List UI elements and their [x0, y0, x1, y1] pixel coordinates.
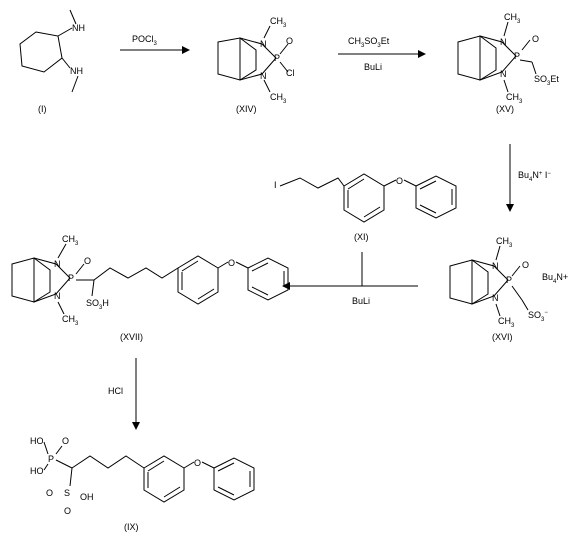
- atom-o-ether: O: [228, 258, 235, 268]
- reagent-hcl: HCl: [108, 386, 123, 396]
- atom-o: O: [522, 260, 529, 270]
- atom-so3h: SO3H: [86, 298, 109, 311]
- compound-ix-structure: HO O P HO S O O OH O (IX): [30, 436, 255, 532]
- reagent-bu4ni: Bu4N+ I−: [518, 170, 551, 183]
- compound-xvi-structure: N N P O SO3− Bu4N+ CH3 CH3 (XVI): [449, 236, 568, 342]
- compound-label-xvi: (XVI): [492, 332, 513, 342]
- atom-o-ether: O: [194, 458, 201, 468]
- atom-o-top: O: [62, 436, 69, 446]
- compound-label-xiv: (XIV): [236, 104, 257, 114]
- reagent-buli-1: BuLi: [364, 62, 382, 72]
- atom-bu4n: Bu4N+: [542, 272, 568, 285]
- atom-ch3-top: CH3: [496, 236, 513, 249]
- compound-xvii-structure: N N P O SO3H O CH3 CH3 (XVII): [11, 234, 289, 342]
- atom-n-top: N: [500, 37, 507, 47]
- atom-ho-bottom: HO: [30, 466, 44, 476]
- atom-s: S: [64, 488, 70, 498]
- reaction-arrow-2: CH3SO3Et BuLi: [338, 36, 426, 72]
- reaction-arrow-3: Bu4N+ I−: [506, 144, 551, 212]
- atom-so3et: SO3Et: [534, 74, 559, 87]
- reagent-ch3so3et: CH3SO3Et: [348, 36, 390, 49]
- atom-so3minus: SO3−: [528, 310, 548, 323]
- atom-n-bottom: N: [492, 293, 499, 303]
- reaction-arrow-5: HCl: [108, 358, 140, 430]
- atom-p: P: [506, 275, 512, 285]
- atom-i: I: [274, 180, 277, 190]
- compound-xi-structure: I O (XI): [274, 173, 457, 242]
- atom-n-bottom: N: [260, 71, 267, 81]
- compound-xiv-structure: N N P O Cl CH3 CH3 (XIV): [217, 16, 295, 114]
- reaction-arrow-4: BuLi: [282, 252, 418, 306]
- atom-p: P: [48, 454, 54, 464]
- atom-n-bottom: N: [54, 291, 61, 301]
- atom-ch3-bottom: CH3: [62, 314, 79, 327]
- atom-ch3-top: CH3: [62, 234, 79, 247]
- atom-cl: Cl: [286, 68, 295, 78]
- atom-nh-bottom: NH: [70, 66, 83, 76]
- atom-o-ether: O: [396, 176, 403, 186]
- atom-ch3-top: CH3: [270, 16, 287, 29]
- compound-label-xi: (XI): [354, 232, 369, 242]
- atom-n-top: N: [260, 39, 267, 49]
- compound-i-structure: NH NH (I): [19, 9, 85, 114]
- compound-label-ix: (IX): [124, 522, 139, 532]
- atom-nh-top: NH: [72, 23, 85, 33]
- atom-p: P: [514, 51, 520, 61]
- compound-xv-structure: N N P O SO3Et CH3 CH3 (XV): [457, 12, 559, 114]
- atom-o: O: [286, 36, 293, 46]
- atom-ch3-bottom: CH3: [270, 92, 287, 105]
- compound-label-i: (I): [38, 104, 47, 114]
- reagent-buli-2: BuLi: [352, 296, 370, 306]
- atom-n-top: N: [54, 259, 61, 269]
- reagent-pocl3: POCl3: [132, 34, 158, 47]
- atom-p: P: [68, 273, 74, 283]
- atom-ho-top: HO: [30, 436, 44, 446]
- atom-o-s2: O: [64, 506, 71, 516]
- atom-o-s1: O: [46, 488, 53, 498]
- atom-ch3-bottom: CH3: [506, 92, 523, 105]
- atom-ch3-top: CH3: [504, 12, 521, 25]
- atom-oh: OH: [80, 492, 94, 502]
- compound-label-xvii: (XVII): [120, 332, 143, 342]
- compound-label-xv: (XV): [496, 104, 514, 114]
- atom-n-bottom: N: [500, 69, 507, 79]
- atom-o: O: [84, 256, 91, 266]
- atom-o: O: [532, 34, 539, 44]
- atom-ch3-bottom: CH3: [498, 316, 515, 329]
- atom-n-top: N: [492, 261, 499, 271]
- reaction-arrow-1: POCl3: [120, 34, 190, 54]
- atom-p: P: [274, 53, 280, 63]
